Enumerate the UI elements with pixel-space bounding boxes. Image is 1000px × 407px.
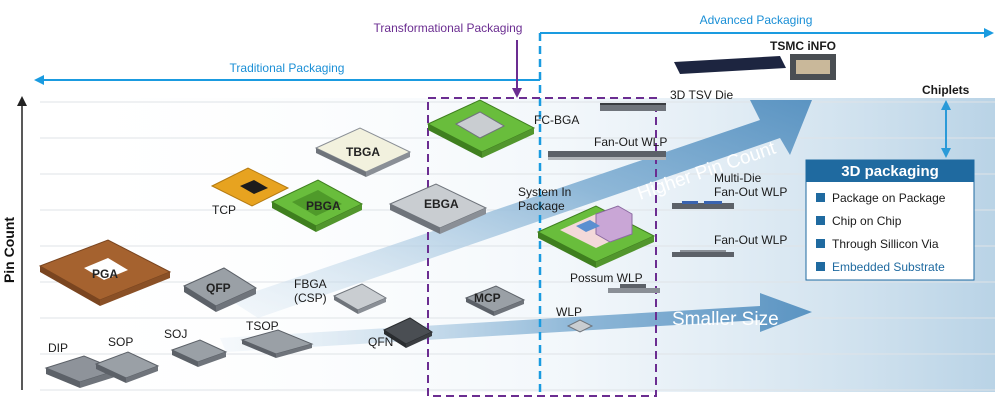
transformational-box [427, 97, 657, 397]
pbga-label: PBGA [306, 199, 341, 213]
dip-label: DIP [48, 341, 68, 355]
tcp-package: TCP [210, 167, 290, 217]
traditional-packaging-label: Traditional Packaging [230, 61, 345, 75]
panel-item-0: Package on Package [816, 191, 946, 205]
panel-item-label: Embedded Substrate [832, 260, 945, 274]
qfn-label: QFN [368, 335, 393, 349]
fanout-wlp-bottom-package: Fan-Out WLP [672, 233, 787, 257]
soj-package: SOJ [164, 327, 228, 367]
panel-item-2: Through Sillicon Via [816, 237, 939, 251]
transformational-packaging-label: Transformational Packaging [374, 21, 523, 35]
tsmc-info-package: TSMC iNFO [674, 39, 836, 80]
possum-wlp-package: Possum WLP [570, 271, 660, 293]
chiplets-annotation: Chiplets [922, 83, 970, 158]
ebga-package: EBGA [388, 183, 488, 234]
y-axis-label: Pin Count [1, 217, 17, 283]
fcbga-package: FC-BGA [426, 99, 579, 158]
tbga-package: TBGA [314, 127, 412, 177]
pga-label: PGA [92, 267, 118, 281]
sip-package: System In Package [518, 185, 656, 268]
chiplets-label: Chiplets [922, 83, 970, 97]
tsmc-info-label: TSMC iNFO [770, 39, 836, 53]
advanced-packaging-header: Advanced Packaging [540, 13, 994, 38]
fcbga-label: FC-BGA [534, 113, 579, 127]
fbga-package: FBGA (CSP) [294, 277, 388, 314]
wlp-label: WLP [556, 305, 582, 319]
tsop-label: TSOP [246, 319, 279, 333]
y-axis-arrowhead [17, 96, 27, 106]
sip-label-1: System In [518, 185, 571, 199]
tbga-label: TBGA [346, 145, 380, 159]
fbga-label-1: FBGA [294, 277, 327, 291]
panel-title: 3D packaging [841, 163, 939, 180]
fanout-wlp-bottom-label: Fan-Out WLP [714, 233, 787, 247]
panel-item-3: Embedded Substrate [816, 260, 945, 274]
tsop-package: TSOP [240, 319, 314, 358]
tsv-die-package: 3D TSV Die [600, 88, 733, 111]
multidie-fanout-wlp-package: Multi-Die Fan-Out WLP [672, 171, 787, 209]
tcp-label: TCP [212, 203, 236, 217]
transformational-packaging-header: Transformational Packaging [374, 21, 523, 98]
soj-label: SOJ [164, 327, 187, 341]
multidie-label-1: Multi-Die [714, 171, 762, 185]
panel-item-label: Package on Package [832, 191, 946, 205]
wlp-package: WLP [556, 305, 594, 333]
tsv-die-label: 3D TSV Die [670, 88, 733, 102]
sip-label-2: Package [518, 199, 565, 213]
mcp-label: MCP [474, 291, 501, 305]
traditional-packaging-header: Traditional Packaging [34, 61, 540, 85]
ebga-label: EBGA [424, 197, 459, 211]
panel-item-label: Chip on Chip [832, 214, 902, 228]
qfp-package: QFP [182, 267, 258, 312]
fanout-wlp-top-package: Fan-Out WLP [548, 135, 667, 160]
mcp-package: MCP [464, 285, 526, 316]
fbga-label-2: (CSP) [294, 291, 327, 305]
advanced-packaging-label: Advanced Packaging [700, 13, 813, 27]
panel-item-label: Through Sillicon Via [832, 237, 939, 251]
smaller-size-arrow [220, 293, 812, 352]
qfn-package: QFN [368, 317, 434, 349]
pga-package: PGA [38, 239, 172, 306]
panel-item-1: Chip on Chip [816, 214, 902, 228]
multidie-label-2: Fan-Out WLP [714, 185, 787, 199]
possum-wlp-label: Possum WLP [570, 271, 643, 285]
higher-pin-count-arrow [230, 100, 812, 318]
3d-packaging-panel: 3D packaging Package on Package Chip on … [805, 159, 975, 281]
sop-package: SOP [94, 335, 160, 383]
qfp-label: QFP [206, 281, 231, 295]
sop-label: SOP [108, 335, 133, 349]
pbga-package: PBGA [270, 179, 364, 232]
smaller-size-label: Smaller Size [672, 309, 779, 330]
fanout-wlp-top-label: Fan-Out WLP [594, 135, 667, 149]
